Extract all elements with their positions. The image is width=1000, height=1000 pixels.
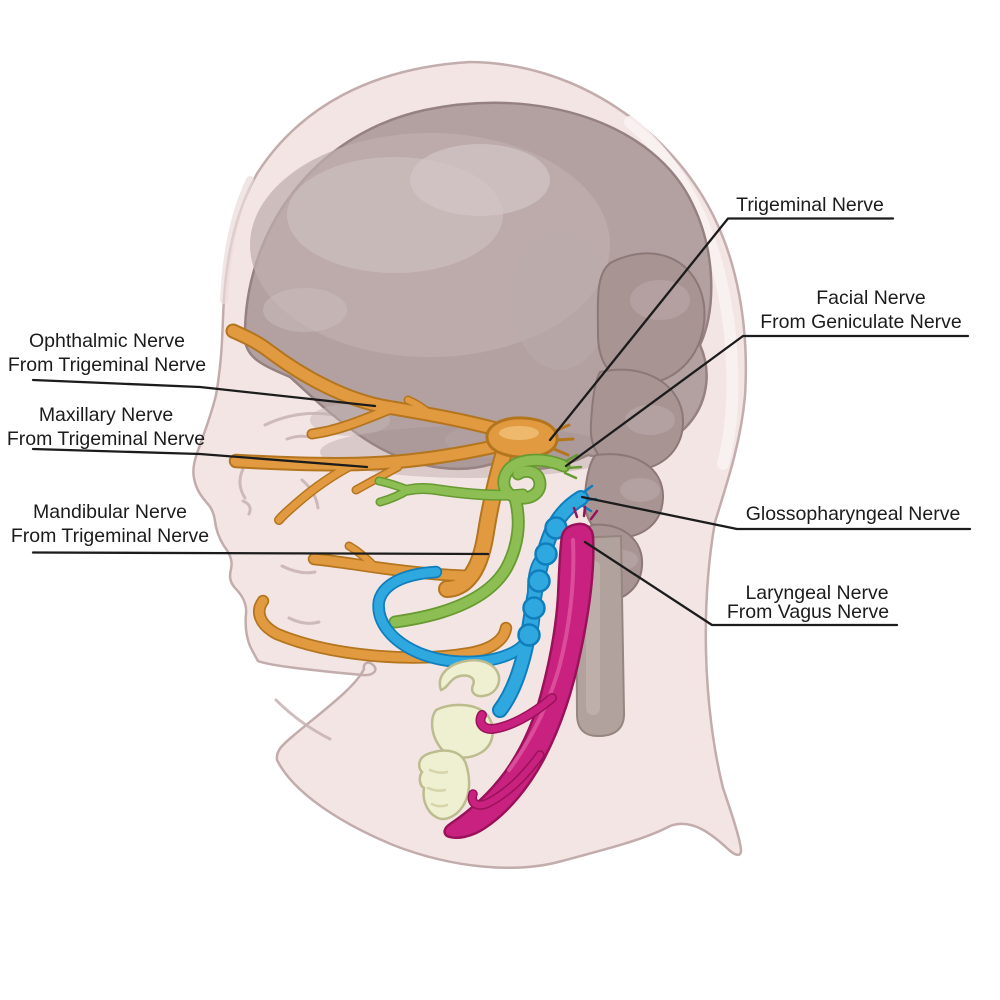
facial-nerve xyxy=(374,453,583,629)
label-trigeminal: Trigeminal Nerve xyxy=(736,194,884,216)
label-maxillary: Maxillary Nerve From Trigeminal Nerve xyxy=(7,404,205,450)
leader-laryngeal xyxy=(583,540,899,627)
label-laryngeal: Laryngeal Nerve From Vagus Nerve xyxy=(727,582,889,623)
facial-fork xyxy=(404,484,527,500)
label-facial: Facial Nerve From Geniculate Nerve xyxy=(760,287,962,333)
fringe-line xyxy=(589,509,599,521)
laryngeal-trunk-highlight xyxy=(507,538,576,772)
label-text: Trigeminal Nerve xyxy=(736,194,884,216)
leader-facial xyxy=(564,334,970,468)
brain-highlight xyxy=(512,230,608,370)
laryngeal-hooks xyxy=(469,694,556,809)
label-text: Ophthalmic Nerve xyxy=(29,330,185,352)
label-text: From Trigeminal Nerve xyxy=(7,428,205,450)
label-text: From Trigeminal Nerve xyxy=(8,354,206,376)
leader-ophthalmic xyxy=(31,378,377,408)
ophthalmic-thorn xyxy=(405,397,433,417)
label-text: Maxillary Nerve xyxy=(39,404,173,426)
mouth-corner-line xyxy=(280,564,317,575)
leader-mandibular xyxy=(31,551,490,556)
cerebellum-highlight xyxy=(630,280,690,320)
glossopharyngeal-beads xyxy=(517,516,568,647)
larynx xyxy=(418,659,501,821)
facial-descent xyxy=(390,493,524,627)
fringe-line xyxy=(563,471,578,480)
fringe-line xyxy=(572,506,579,519)
mandibular-lower-branch xyxy=(254,596,511,662)
label-text: Facial Nerve xyxy=(816,287,925,309)
label-text: From Vagus Nerve xyxy=(727,601,889,623)
trachea xyxy=(418,749,471,821)
facial-root-fringe xyxy=(563,453,583,480)
facial-branches xyxy=(376,455,569,627)
mandibular-thorn xyxy=(346,543,377,569)
labels: Trigeminal Nerve Facial Nerve From Genic… xyxy=(7,194,962,623)
fringe-line xyxy=(555,437,575,442)
label-glossopharyngeal: Glossopharyngeal Nerve xyxy=(746,503,961,525)
trigeminal-nerve xyxy=(225,323,575,664)
leader-maxillary xyxy=(31,447,369,469)
nose-side-line xyxy=(238,467,247,500)
forehead-inner-shade xyxy=(220,176,254,304)
label-text: Mandibular Nerve xyxy=(33,501,187,523)
ganglion-highlight xyxy=(499,426,539,440)
fringe-line xyxy=(566,465,583,470)
nostril-line xyxy=(241,499,252,516)
jaw-crease-line xyxy=(274,698,332,741)
nerve-bead xyxy=(522,596,546,620)
nerve-bead xyxy=(534,542,558,566)
cerebellum-highlight xyxy=(620,478,660,502)
ophthalmic-branch xyxy=(227,325,506,436)
label-ophthalmic: Ophthalmic Nerve From Trigeminal Nerve xyxy=(8,330,206,376)
skull-inner-highlight xyxy=(624,116,739,470)
leader-lines xyxy=(31,217,972,627)
chin-crease-line xyxy=(287,616,321,625)
facial-fork-tip xyxy=(377,487,411,505)
maxillary-branch xyxy=(230,440,503,470)
label-text: From Geniculate Nerve xyxy=(760,311,962,333)
laryngeal-root-fringe xyxy=(572,505,599,521)
label-mandibular: Mandibular Nerve From Trigeminal Nerve xyxy=(11,501,209,547)
label-text: Glossopharyngeal Nerve xyxy=(746,503,961,525)
label-text: From Trigeminal Nerve xyxy=(11,525,209,547)
label-text: Laryngeal Nerve xyxy=(745,582,888,604)
brain-highlight xyxy=(263,288,347,332)
leader-trigeminal xyxy=(548,217,895,442)
nerve-bead xyxy=(517,623,541,647)
cerebellum-highlight xyxy=(625,405,675,435)
ophthalmic-twig xyxy=(308,404,397,438)
trigeminal-branches xyxy=(227,325,511,662)
brain-highlight xyxy=(410,144,550,216)
fringe-line xyxy=(552,447,570,457)
laryngeal-nerve xyxy=(443,505,599,839)
laryngeal-hook xyxy=(476,694,556,733)
leader-glossopharyngeal xyxy=(580,495,972,531)
fringe-line xyxy=(582,484,594,494)
fringe-line xyxy=(582,505,587,518)
mandibular-trunk xyxy=(440,445,511,596)
laryngeal-hook xyxy=(469,751,544,809)
nerve-bead xyxy=(527,569,551,593)
trachea-rings xyxy=(426,768,449,808)
ring-line xyxy=(430,802,449,808)
ring-line xyxy=(426,786,447,792)
fringe-line xyxy=(564,453,579,463)
hyoid-bone xyxy=(438,659,501,698)
ring-line xyxy=(428,768,449,774)
maxillary-twig xyxy=(275,461,356,524)
